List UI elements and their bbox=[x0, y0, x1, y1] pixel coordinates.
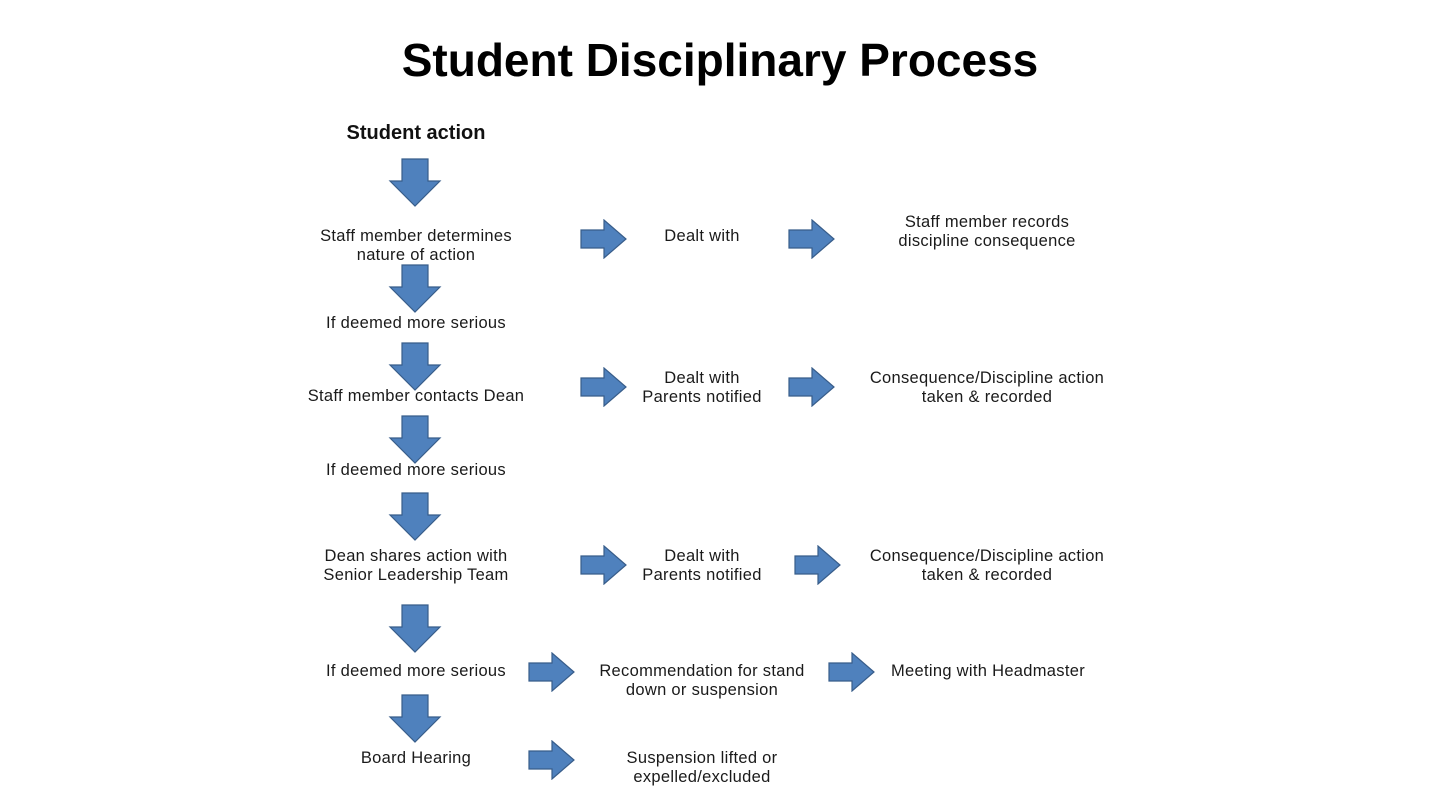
right-arrow-2b bbox=[788, 367, 835, 407]
right-arrow-5a bbox=[528, 740, 575, 780]
outcome-recommendation: Recommendation for stand down or suspens… bbox=[599, 662, 805, 699]
right-arrow-3a bbox=[580, 545, 627, 585]
step-dean-shares: Dean shares action with Senior Leadershi… bbox=[323, 547, 509, 584]
outcome-dealt-with-3: Dealt with Parents notified bbox=[642, 547, 762, 584]
right-arrow-3b bbox=[794, 545, 841, 585]
right-arrow-1b bbox=[788, 219, 835, 259]
outcome-suspension: Suspension lifted or expelled/excluded bbox=[626, 749, 778, 786]
outcome-dealt-with-1: Dealt with bbox=[664, 227, 740, 245]
step-deemed-serious-final: If deemed more serious bbox=[326, 662, 506, 680]
step-staff-determines: Staff member determines nature of action bbox=[320, 227, 512, 264]
start-node: Student action bbox=[346, 122, 486, 144]
right-arrow-2a bbox=[580, 367, 627, 407]
down-arrow-2 bbox=[388, 264, 442, 313]
outcome-dealt-with-2: Dealt with Parents notified bbox=[642, 369, 762, 406]
right-arrow-1a bbox=[580, 219, 627, 259]
down-arrow-4 bbox=[388, 415, 442, 464]
step-contacts-dean: Staff member contacts Dean bbox=[307, 387, 525, 405]
result-meeting-headmaster: Meeting with Headmaster bbox=[891, 662, 1085, 680]
down-arrow-7 bbox=[388, 694, 442, 743]
escalation-label-2: If deemed more serious bbox=[326, 461, 506, 479]
right-arrow-4b bbox=[828, 652, 875, 692]
right-arrow-4a bbox=[528, 652, 575, 692]
down-arrow-3 bbox=[388, 342, 442, 391]
result-consequence-2: Consequence/Discipline action taken & re… bbox=[869, 369, 1105, 406]
page-title: Student Disciplinary Process bbox=[401, 34, 1039, 86]
down-arrow-6 bbox=[388, 604, 442, 653]
down-arrow-1 bbox=[388, 158, 442, 207]
step-board-hearing: Board Hearing bbox=[360, 749, 472, 767]
escalation-label-1: If deemed more serious bbox=[326, 314, 506, 332]
result-staff-records: Staff member records discipline conseque… bbox=[898, 213, 1076, 250]
result-consequence-3: Consequence/Discipline action taken & re… bbox=[869, 547, 1105, 584]
down-arrow-5 bbox=[388, 492, 442, 541]
